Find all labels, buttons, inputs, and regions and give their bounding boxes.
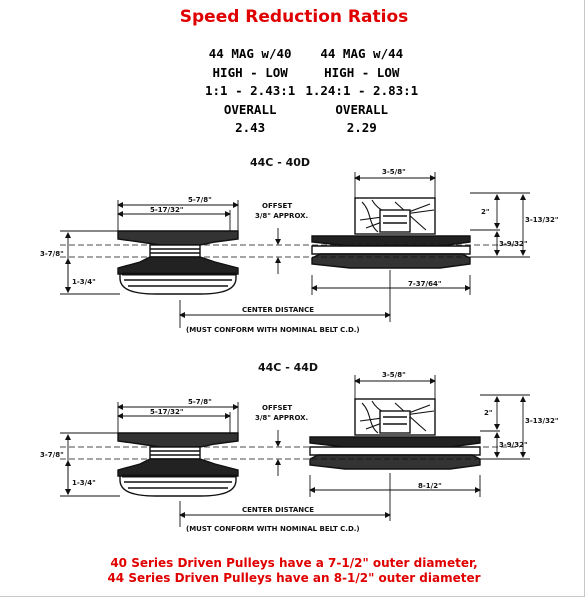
offset-value: 3/8" APPROX. bbox=[255, 414, 308, 422]
dim-top-width: 3-5/8" bbox=[382, 371, 406, 379]
offset-value: 3/8" APPROX. bbox=[255, 212, 308, 220]
range-label-col1: HIGH - LOW bbox=[212, 64, 288, 80]
overall-label-col2: OVERALL bbox=[335, 101, 389, 117]
offset-label: OFFSET bbox=[262, 202, 292, 210]
dim-right-3-9-32: 3-9/32" bbox=[499, 441, 528, 449]
diagram-label: 44C - 40D bbox=[250, 156, 310, 169]
dim-outer-width: 5-7/8" bbox=[188, 398, 212, 406]
drive-clutch bbox=[117, 432, 239, 497]
model-col1: 44 MAG w/40 bbox=[208, 46, 292, 61]
model-col2: 44 MAG w/44 bbox=[320, 46, 404, 61]
page-title: Speed Reduction Ratios bbox=[179, 7, 409, 27]
note-44-series: 44 Series Driven Pulleys have an 8-1/2" … bbox=[107, 571, 481, 585]
overall-value-col1: 2.43 bbox=[235, 120, 266, 135]
dim-left-3-7-8: 3-7/8" bbox=[40, 250, 64, 258]
range-label-col2: HIGH - LOW bbox=[324, 64, 400, 80]
dim-outer-width: 5-7/8" bbox=[188, 196, 212, 204]
must-conform-note: (MUST CONFORM WITH NOMINAL BELT C.D.) bbox=[186, 525, 360, 533]
overall-value-col2: 2.29 bbox=[346, 120, 377, 135]
center-distance-label: CENTER DISTANCE bbox=[242, 506, 314, 514]
ratio-col1: 1:1 - 2.43:1 bbox=[205, 83, 296, 98]
driven-pulley bbox=[311, 197, 471, 269]
dim-right-3-13-32: 3-13/32" bbox=[525, 417, 558, 425]
dim-top-width: 3-5/8" bbox=[382, 168, 406, 176]
drive-clutch bbox=[117, 230, 239, 295]
dim-right-3-13-32: 3-13/32" bbox=[525, 216, 558, 224]
driven-pulley bbox=[309, 398, 481, 470]
ratio-col2: 1.24:1 - 2.83:1 bbox=[305, 83, 419, 98]
pulley-diagram-44c-40d: 44C - 40D bbox=[40, 156, 558, 334]
dim-inner-width: 5-17/32" bbox=[150, 408, 183, 416]
dim-right-2: 2" bbox=[484, 409, 493, 417]
dim-right-3-9-32: 3-9/32" bbox=[499, 240, 528, 248]
dim-driven-diameter: 7-37/64" bbox=[408, 280, 441, 288]
dim-inner-width: 5-17/32" bbox=[150, 206, 183, 214]
dim-left-3-7-8: 3-7/8" bbox=[40, 451, 64, 459]
note-40-series: 40 Series Driven Pulleys have a 7-1/2" o… bbox=[110, 556, 478, 570]
dim-driven-diameter: 8-1/2" bbox=[418, 482, 442, 490]
dim-right-2: 2" bbox=[481, 208, 490, 216]
ratio-table: 44 MAG w/40 44 MAG w/44 HIGH - LOW HIGH … bbox=[200, 45, 423, 138]
dim-left-1-3-4: 1-3/4" bbox=[72, 278, 96, 286]
overall-label-col1: OVERALL bbox=[223, 101, 277, 117]
offset-label: OFFSET bbox=[262, 404, 292, 412]
dim-left-1-3-4: 1-3/4" bbox=[72, 479, 96, 487]
diagram-label: 44C - 44D bbox=[258, 361, 318, 374]
center-distance-label: CENTER DISTANCE bbox=[242, 306, 314, 314]
pulley-diagram-44c-44d: 44C - 44D bbox=[40, 361, 558, 533]
must-conform-note: (MUST CONFORM WITH NOMINAL BELT C.D.) bbox=[186, 326, 360, 334]
